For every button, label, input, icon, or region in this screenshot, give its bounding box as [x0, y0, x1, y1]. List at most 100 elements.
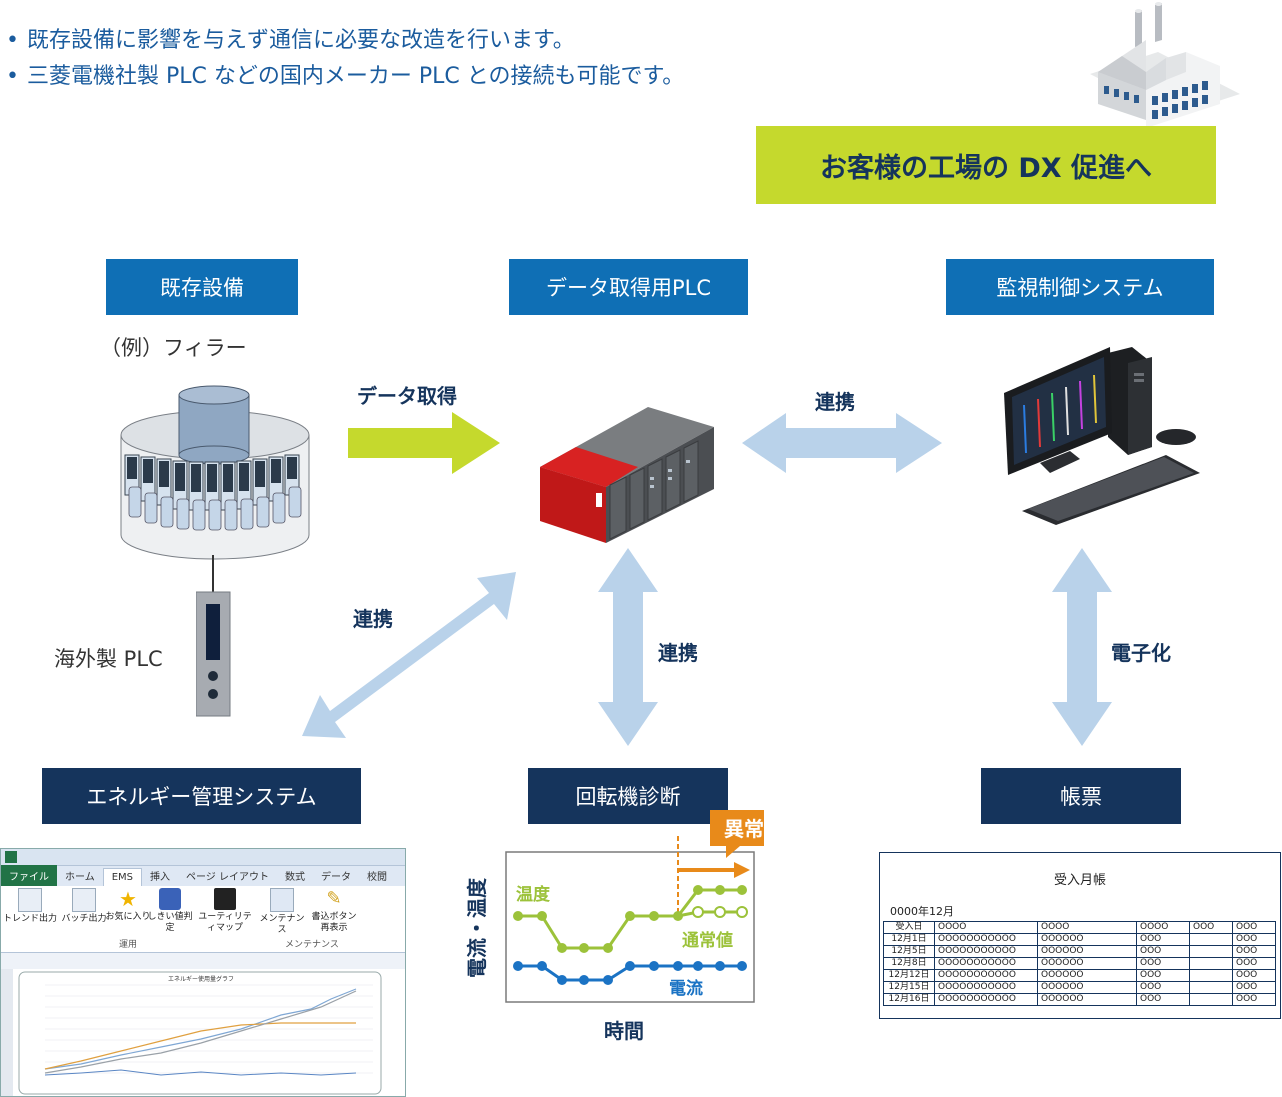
y-axis-label: 電流・温度 — [465, 877, 489, 978]
report-form: 受入月帳 0000年12月 受入日 OOOO OOOO OOOO OOO OOO… — [879, 852, 1281, 1019]
tab-page-layout[interactable]: ページ レイアウト — [186, 872, 269, 883]
tab-ems[interactable]: EMS — [102, 868, 142, 886]
report-header-cell: OOOO — [1136, 921, 1190, 934]
anomaly-plot-frame — [505, 851, 755, 1003]
link-arrow-plc-ems — [302, 572, 516, 738]
report-header-cell: OOO — [1189, 921, 1233, 934]
excel-icon — [5, 851, 17, 863]
report-cell: 12月1日 — [883, 933, 935, 946]
report-cell: OOO — [1232, 993, 1276, 1006]
energy-series-4 — [44, 1069, 357, 1076]
utility-map-button[interactable]: ユーティリティマップ — [195, 888, 255, 934]
filler-machine-icon — [120, 385, 310, 560]
report-header-cell: OOO — [1232, 921, 1276, 934]
scale-icon — [159, 888, 181, 910]
favorites-label: お気に入り — [105, 912, 151, 922]
report-header-row: 受入日 OOOO OOOO OOOO OOO OOO — [883, 921, 1276, 934]
report-cell: OOO — [1136, 957, 1190, 970]
report-period: 0000年12月 — [890, 905, 954, 918]
bullet-1: •既存設備に影響を与えず通信に必要な改造を行います。 — [6, 28, 575, 53]
ems-excel-window: ファイル ホーム EMS 挿入 ページ レイアウト 数式 データ 校閲 トレンド… — [0, 848, 406, 1097]
utility-map-label: ユーティリティマップ — [198, 912, 252, 933]
batch-output-button[interactable]: バッチ出力 — [57, 888, 111, 925]
anomaly-badge-box — [710, 810, 764, 846]
favorites-button[interactable]: ★お気に入り — [101, 888, 155, 923]
tab-formulas[interactable]: 数式 — [284, 872, 305, 883]
header-report: 帳票 — [981, 768, 1181, 824]
report-cell: OOO — [1232, 933, 1276, 946]
foreign-plc-label: 海外製 PLC — [54, 647, 163, 671]
report-cell: OOO — [1232, 957, 1276, 970]
header-data-plc: データ取得用PLC — [509, 259, 748, 315]
energy-series-3 — [44, 990, 357, 1074]
link-label-vertical: 連携 — [658, 641, 698, 665]
pencil-icon: ✎ — [326, 888, 342, 909]
tab-data[interactable]: データ — [320, 872, 351, 883]
report-header-cell: OOOO — [1037, 921, 1137, 934]
trend-chart-icon — [18, 888, 42, 912]
report-cell: OOO — [1136, 945, 1190, 958]
factory-icon — [1090, 2, 1240, 128]
report-cell — [1189, 933, 1233, 946]
report-cell: OOO — [1136, 969, 1190, 982]
report-cell: 12月8日 — [883, 957, 935, 970]
temp-label: 温度 — [516, 884, 551, 905]
report-cell: OOOOOOOOOOO — [934, 981, 1038, 994]
energy-usage-chart: エネルギー使用量グラフ — [1, 969, 382, 1096]
filler-plc-connector — [212, 555, 214, 597]
report-cell: OOO — [1232, 945, 1276, 958]
trend-output-button[interactable]: トレンド出力 — [3, 888, 57, 925]
report-cell: OOOOOO — [1037, 945, 1137, 958]
report-title: 受入月帳 — [1053, 873, 1106, 888]
normal-value-label: 通常値 — [682, 930, 733, 951]
excel-title-bar — [1, 849, 405, 866]
report-cell: OOOOOO — [1037, 981, 1137, 994]
tab-file[interactable]: ファイル — [1, 865, 57, 886]
tab-review[interactable]: 校閲 — [366, 872, 387, 883]
temp-line — [518, 888, 742, 950]
report-cell — [1189, 969, 1233, 982]
redisplay-button[interactable]: ✎ 書込ボタン再表示 — [309, 888, 359, 934]
anomaly-badge-tail — [726, 846, 740, 858]
link-arrow-plc-rotary — [598, 548, 658, 746]
foreign-plc-icon — [196, 591, 231, 717]
report-cell: OOOOOOOOOOO — [934, 957, 1038, 970]
redisplay-label: 書込ボタン再表示 — [311, 912, 357, 933]
group-maintenance: メンテナンス — [285, 940, 339, 950]
energy-chart-title: エネルギー使用量グラフ — [168, 975, 234, 983]
header-ems: エネルギー管理システム — [42, 768, 361, 824]
digitize-arrow — [1052, 548, 1112, 746]
report-cell: OOO — [1136, 981, 1190, 994]
x-axis-label: 時間 — [604, 1019, 644, 1043]
excel-ribbon-tabs: ファイル ホーム EMS 挿入 ページ レイアウト 数式 データ 校閲 — [1, 865, 405, 886]
report-header-cell: 受入日 — [883, 921, 935, 934]
star-icon: ★ — [119, 887, 137, 911]
anomaly-chart: 異常値 温度 通常値 電流 電流・温度 時間 — [465, 810, 764, 1043]
energy-series-2 — [44, 1022, 356, 1070]
data-plc-rack-icon — [540, 407, 714, 543]
tab-home[interactable]: ホーム — [65, 872, 95, 883]
group-operation: 運用 — [119, 940, 138, 950]
maintenance-button[interactable]: メンテナンス — [257, 888, 307, 936]
trend-output-label: トレンド出力 — [3, 914, 58, 924]
anomaly-badge: 異常値 — [724, 817, 764, 841]
tab-insert[interactable]: 挿入 — [150, 872, 170, 883]
excel-ribbon: トレンド出力 バッチ出力 ★お気に入り しきい値判定 ユーティリティマップ メン… — [1, 886, 405, 953]
threshold-button[interactable]: しきい値判定 — [147, 888, 193, 934]
maintenance-label: メンテナンス — [259, 914, 305, 935]
header-scada: 監視制御システム — [946, 259, 1214, 315]
report-cell: OOO — [1136, 993, 1190, 1006]
current-label: 電流 — [669, 978, 703, 999]
energy-series-1 — [44, 988, 357, 1070]
bullet-2-text: 三菱電機社製 PLC などの国内メーカー PLC との接続も可能です。 — [26, 64, 685, 89]
report-cell: 12月12日 — [883, 969, 935, 982]
link-label-diagonal: 連携 — [353, 607, 393, 631]
bullet-2: •三菱電機社製 PLC などの国内メーカー PLC との接続も可能です。 — [6, 64, 685, 89]
header-rotary-diagnosis: 回転機診断 — [528, 768, 728, 824]
threshold-label: しきい値判定 — [147, 912, 193, 933]
